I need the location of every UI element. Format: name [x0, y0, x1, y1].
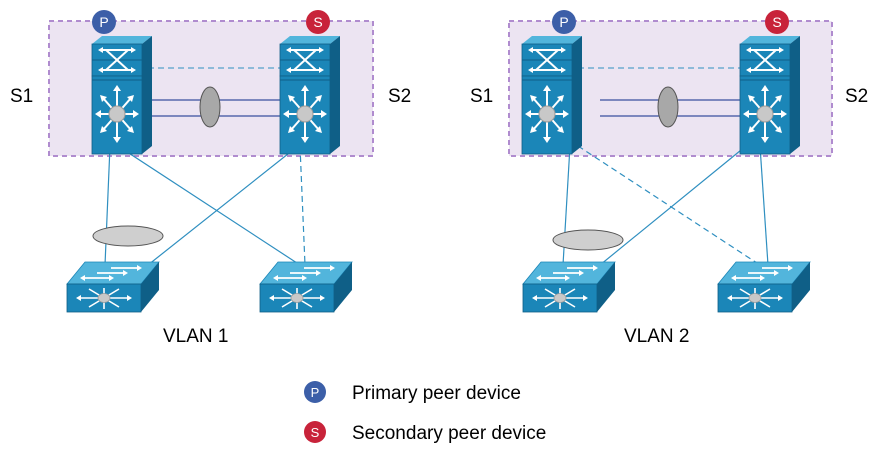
- legend-item-secondary: S Secondary peer device: [304, 421, 546, 444]
- legend: P Primary peer device S Secondary peer d…: [304, 381, 546, 444]
- core-switch-icon: [739, 35, 801, 155]
- switch-label-s2: S2: [845, 86, 868, 107]
- core-switch-icon: [91, 35, 153, 155]
- peer-link-bundle: [657, 86, 679, 128]
- secondary-peer-icon: S: [306, 10, 330, 34]
- access-switch-icon: [522, 261, 616, 313]
- legend-label: Primary peer device: [352, 383, 521, 404]
- access-switch-icon: [717, 261, 811, 313]
- core-switch-icon: [279, 35, 341, 155]
- peer-link-bundle: [199, 86, 221, 128]
- secondary-peer-icon: S: [304, 421, 326, 443]
- vpc-port-channel-bundle: [92, 225, 164, 247]
- vpc-port-channel-bundle: [552, 229, 624, 251]
- svg-text:S: S: [311, 425, 320, 440]
- primary-peer-icon: P: [552, 10, 576, 34]
- svg-text:S: S: [313, 14, 322, 30]
- primary-peer-icon: P: [304, 381, 326, 403]
- legend-item-primary: P Primary peer device: [304, 381, 521, 404]
- legend-label: Secondary peer device: [352, 423, 546, 444]
- core-switch-icon: [521, 35, 583, 155]
- secondary-peer-icon: S: [765, 10, 789, 34]
- vlan-label: VLAN 1: [163, 326, 228, 347]
- switch-label-s1: S1: [470, 86, 493, 107]
- switch-label-s2: S2: [388, 86, 411, 107]
- access-switch-icon: [259, 261, 353, 313]
- switch-label-s1: S1: [10, 86, 33, 107]
- svg-text:P: P: [311, 385, 320, 400]
- svg-text:P: P: [99, 14, 108, 30]
- primary-peer-icon: P: [92, 10, 116, 34]
- access-switch-icon: [66, 261, 160, 313]
- panel-vlan-1: P S S1 S2 VLAN 1: [10, 10, 411, 347]
- vlan-label: VLAN 2: [624, 326, 689, 347]
- panel-vlan-2: P S S1 S2 VLAN 2: [470, 10, 868, 347]
- svg-text:S: S: [772, 14, 781, 30]
- svg-text:P: P: [559, 14, 568, 30]
